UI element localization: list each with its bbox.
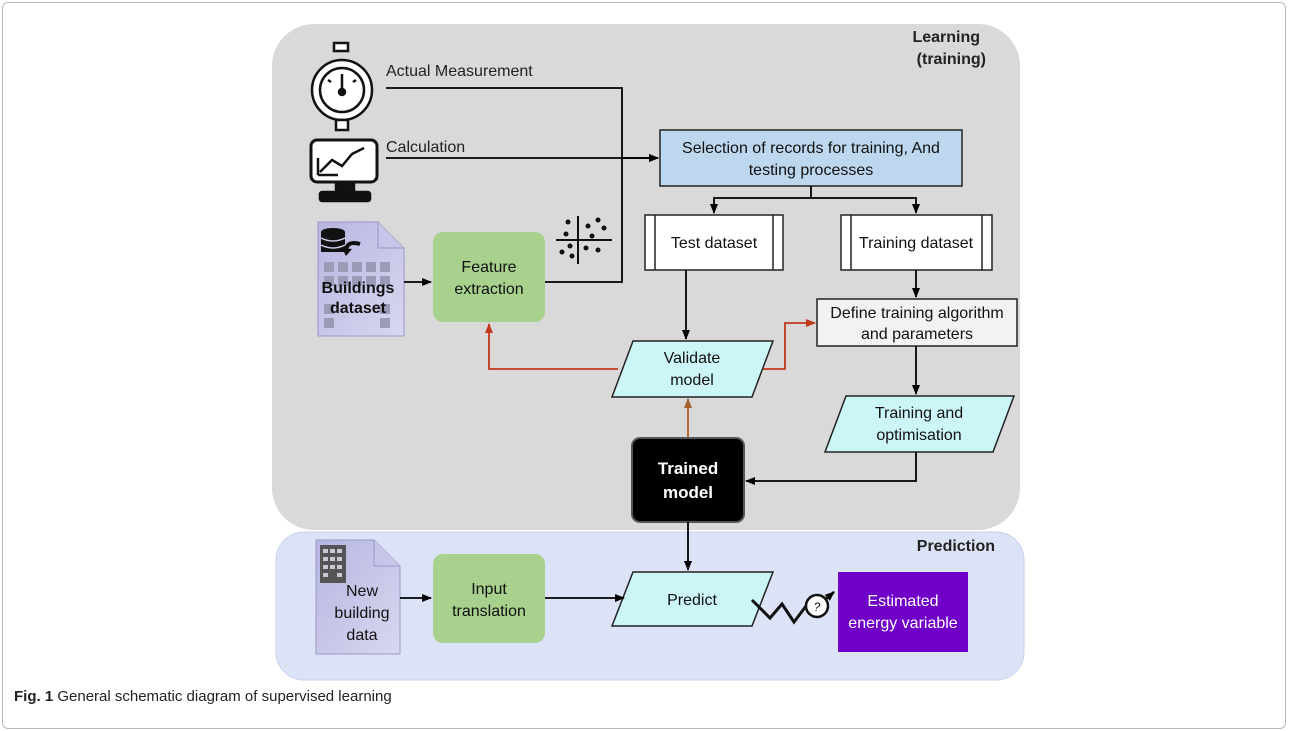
new-building-line2: building: [334, 605, 389, 622]
validate-model-line2: model: [670, 372, 714, 389]
selection-line1: Selection of records for training, And: [682, 140, 940, 157]
define-training-line2: and parameters: [861, 326, 973, 343]
define-training-line1: Define training algorithm: [830, 305, 1003, 322]
feature-extraction-line1: Feature: [461, 259, 516, 276]
figure-caption: Fig. 1 General schematic diagram of supe…: [14, 688, 392, 705]
monitor-chart-icon: [309, 138, 379, 203]
arrow-feature-to-merge: [545, 158, 623, 283]
building-icon: [320, 545, 346, 583]
training-dataset-label: Training dataset: [859, 235, 974, 252]
trained-model-node: [631, 437, 745, 523]
test-dataset-label: Test dataset: [671, 235, 758, 252]
question-mark: ?: [814, 600, 821, 614]
validate-model-node: [610, 340, 775, 398]
predict-label: Predict: [667, 592, 717, 609]
learning-title-line2: (training): [917, 51, 986, 68]
arrow-selection-to-test: [710, 186, 812, 214]
estimated-energy-node: [838, 572, 968, 652]
training-optimisation-node: [823, 395, 1016, 453]
selection-line2: testing processes: [749, 162, 874, 179]
feature-extraction-line2: extraction: [454, 281, 523, 298]
new-building-line1: New: [346, 583, 378, 600]
arrow-selection-to-training: [811, 197, 920, 214]
buildings-dataset-line2: dataset: [330, 300, 387, 317]
prediction-title: Prediction: [917, 538, 995, 555]
actual-measurement-label: Actual Measurement: [386, 63, 533, 80]
scatter-plot-icon: [556, 216, 612, 264]
input-translation-line2: translation: [452, 603, 526, 620]
new-building-line3: data: [346, 627, 377, 644]
estimated-line2: energy variable: [848, 615, 958, 632]
learning-title-line1: Learning: [912, 29, 980, 46]
input-translation-node: [433, 554, 545, 643]
gauge-icon: [310, 41, 374, 132]
estimated-line1: Estimated: [867, 593, 938, 610]
database-icon: [320, 228, 361, 256]
feature-extraction-node: [433, 232, 545, 322]
predict-node: [610, 571, 775, 627]
flow-connectors: [386, 87, 920, 602]
trained-model-line1: Trained: [658, 459, 718, 478]
zigzag-connector: [750, 591, 835, 625]
buildings-dataset-line1: Buildings: [322, 280, 395, 297]
trained-model-line2: model: [663, 483, 713, 502]
define-training-node: [816, 298, 1018, 347]
arrow-optimisation-to-trained: [745, 452, 917, 485]
arrow-validate-to-feature: [485, 323, 618, 370]
selection-node: [659, 129, 963, 187]
calculation-label: Calculation: [386, 139, 465, 156]
training-optimisation-line2: optimisation: [876, 427, 961, 444]
input-translation-line1: Input: [471, 581, 507, 598]
validate-model-line1: Validate: [664, 350, 721, 367]
training-optimisation-line1: Training and: [875, 405, 963, 422]
arrow-validate-to-define: [763, 319, 816, 370]
caption-text: General schematic diagram of supervised …: [53, 688, 392, 705]
feedback-connectors: [485, 319, 816, 370]
test-dataset-node: [644, 214, 784, 271]
caption-label: Fig. 1: [14, 688, 54, 705]
